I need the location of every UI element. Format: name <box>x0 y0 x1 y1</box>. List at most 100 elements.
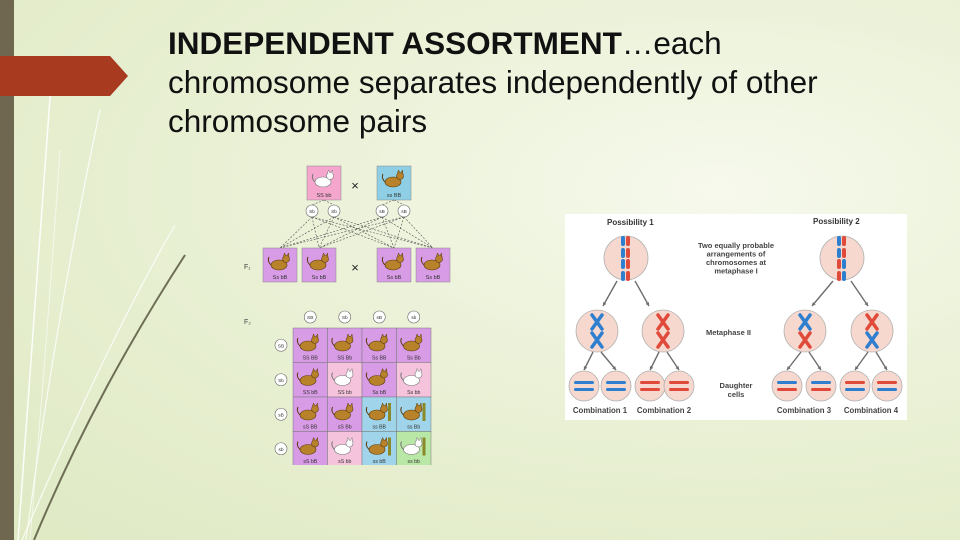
combination-label-3: Combination 3 <box>777 406 832 415</box>
f2-cell: sS bb <box>327 431 363 465</box>
f2-cell: Ss bb <box>396 362 432 398</box>
chromosome <box>811 381 831 384</box>
chromosome <box>877 388 897 391</box>
f1-genotype: Ss bB <box>273 275 288 281</box>
cell-membrane <box>641 309 685 353</box>
f2-cell: Ss Bb <box>396 327 432 363</box>
arrow-line <box>634 280 650 307</box>
f2-row-gamete-label: SB <box>278 343 284 349</box>
chromatid <box>837 236 841 246</box>
possibility-1-label: Possibility 1 <box>607 218 654 227</box>
f1-connector <box>333 216 395 249</box>
daughter-cell-4 <box>663 370 695 402</box>
arrow-line <box>600 351 617 371</box>
daughter-cell-7 <box>839 370 871 402</box>
arrow-head <box>645 302 649 306</box>
chromosome <box>574 388 594 391</box>
cell-membrane <box>839 370 871 402</box>
chromatid <box>842 236 846 246</box>
arrow-head <box>817 366 821 370</box>
chromosome <box>845 388 865 391</box>
f2-genotype: Ss bB <box>372 390 386 396</box>
tail-bar-icon <box>388 403 391 421</box>
lower-chromosome-pair <box>621 259 630 281</box>
f1-card-1: Ss bB <box>262 247 298 283</box>
f2-row-gamete-label: sb <box>278 447 283 453</box>
chromatid <box>626 248 630 258</box>
f1-genotype: Ss bB <box>426 275 441 281</box>
f2-column-gamete-label: Sb <box>342 315 348 321</box>
f2-row-gamete <box>274 442 288 456</box>
f2-row-gamete <box>274 373 288 387</box>
arrow-head <box>883 366 887 370</box>
metaphase-note-line: chromosomes at <box>706 258 767 267</box>
possibility-2-label: Possibility 2 <box>813 217 860 226</box>
f2-cell: ss Bb <box>396 396 432 432</box>
cell-membrane <box>871 370 903 402</box>
gamete-label: sB <box>401 209 407 215</box>
daughter-cell-6 <box>805 370 837 402</box>
cell-membrane <box>771 370 803 402</box>
combination-label-1: Combination 1 <box>573 406 628 415</box>
daughter-cell-3 <box>634 370 666 402</box>
arrow-line <box>808 351 822 371</box>
daughter-cell-2 <box>600 370 632 402</box>
f1-connector <box>279 216 313 249</box>
metaphase-2-label: Metaphase II <box>706 328 751 337</box>
metaphase-1-cell-possibility-2 <box>819 235 865 281</box>
metaphase-note-line: metaphase I <box>714 267 757 276</box>
arrow-head <box>612 366 616 370</box>
metaphase-2-cell-4 <box>850 309 894 353</box>
chromosome <box>574 381 594 384</box>
title-lead: INDEPENDENT ASSORTMENT <box>168 25 622 61</box>
combination-label-2: Combination 2 <box>637 406 692 415</box>
chromatid <box>842 271 846 281</box>
f2-column-gamete <box>372 310 386 324</box>
f2-cell: SS bb <box>327 362 363 398</box>
cell-membrane <box>783 309 827 353</box>
x-chromosome <box>865 331 879 349</box>
f2-cell: ss bb <box>396 431 432 465</box>
f1-connector <box>381 216 395 249</box>
f2-column-gamete-label: SB <box>307 315 313 321</box>
daughter-cells-label: Daughter <box>720 381 753 390</box>
metaphase-2-cell-1 <box>575 309 619 353</box>
chromosome <box>640 381 660 384</box>
f2-column-gamete <box>338 310 352 324</box>
daughter-cell-5 <box>771 370 803 402</box>
chromatid <box>837 248 841 258</box>
f1-connector <box>318 216 405 249</box>
chromosome <box>606 381 626 384</box>
f2-cell: Ss bB <box>361 362 397 398</box>
f1-connector <box>318 216 335 249</box>
chromosome <box>877 381 897 384</box>
arrow-head <box>675 366 679 370</box>
upper-chromosome-pair <box>621 236 630 258</box>
f2-genotype: SS BB <box>303 356 319 362</box>
tail-bar-icon <box>422 437 426 456</box>
combination-label-4: Combination 4 <box>844 406 899 415</box>
x-chromosome <box>798 313 812 331</box>
f2-genotype: ss bB <box>373 459 387 465</box>
f1-connector <box>279 216 335 249</box>
f2-row-gamete <box>274 338 288 352</box>
x-chromosome <box>590 313 604 331</box>
gamete-label: Sb <box>331 209 337 215</box>
arrow-head <box>787 366 791 370</box>
x-chromosome <box>656 331 670 349</box>
f2-row-gamete-label: Sb <box>278 378 284 384</box>
f2-column-gamete <box>303 310 317 324</box>
f2-cell: Ss BB <box>361 327 397 363</box>
f2-cell: SS Bb <box>327 327 363 363</box>
f2-genotype: Ss Bb <box>407 356 421 362</box>
f1-card-4: Ss bB <box>415 247 451 283</box>
lower-chromosome-pair <box>837 259 846 281</box>
chromosome <box>640 388 660 391</box>
f2-genotype: sS bb <box>338 459 351 465</box>
arrow-line <box>602 280 618 307</box>
parent-genotype: SS bb <box>317 193 332 199</box>
cell-membrane <box>575 309 619 353</box>
f2-genotype: ss BB <box>372 425 386 431</box>
